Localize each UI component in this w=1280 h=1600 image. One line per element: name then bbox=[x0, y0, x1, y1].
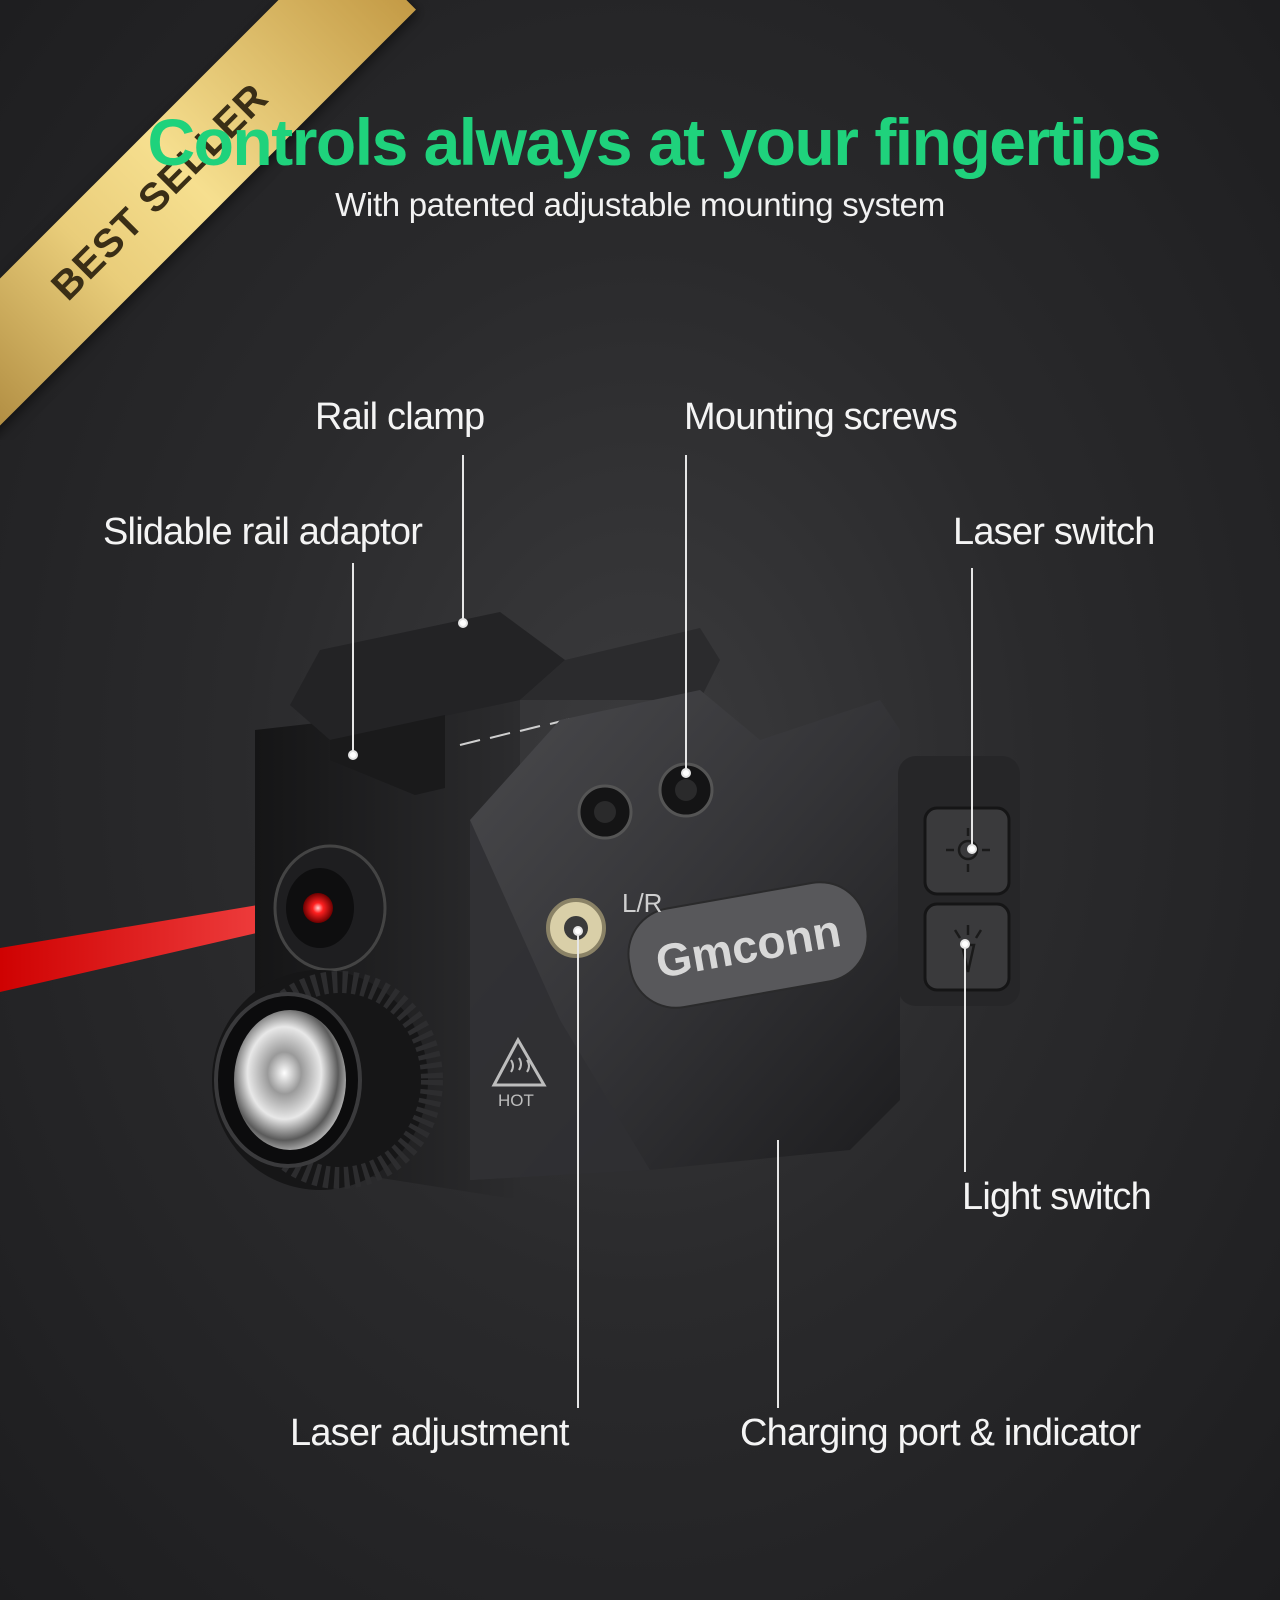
callout-laser-switch: Laser switch bbox=[953, 511, 1155, 553]
rail-clamp bbox=[290, 612, 565, 740]
lr-mark: L/R bbox=[622, 888, 662, 918]
callout-rail-clamp: Rail clamp bbox=[315, 396, 485, 438]
callout-laser-adjustment: Laser adjustment bbox=[290, 1412, 570, 1454]
laser-switch-button bbox=[923, 806, 1011, 896]
callout-lines bbox=[348, 455, 977, 1408]
laser-emitter bbox=[273, 844, 387, 972]
laser-beam bbox=[0, 895, 322, 992]
page-subtitle: With patented adjustable mounting system bbox=[335, 186, 945, 223]
callout-light-switch: Light switch bbox=[962, 1176, 1152, 1218]
brand-plate bbox=[627, 881, 869, 1009]
flashlight-head bbox=[212, 970, 443, 1190]
callout-charging-port: Charging port & indicator bbox=[740, 1412, 1141, 1454]
svg-text:HOT: HOT bbox=[498, 1091, 534, 1110]
callout-mounting-screws: Mounting screws bbox=[684, 396, 958, 438]
page-title: Controls always at your fingertips bbox=[147, 105, 1161, 179]
callout-slidable-rail-adaptor: Slidable rail adaptor bbox=[103, 511, 423, 553]
hot-warning-icon: HOT bbox=[491, 1036, 547, 1110]
